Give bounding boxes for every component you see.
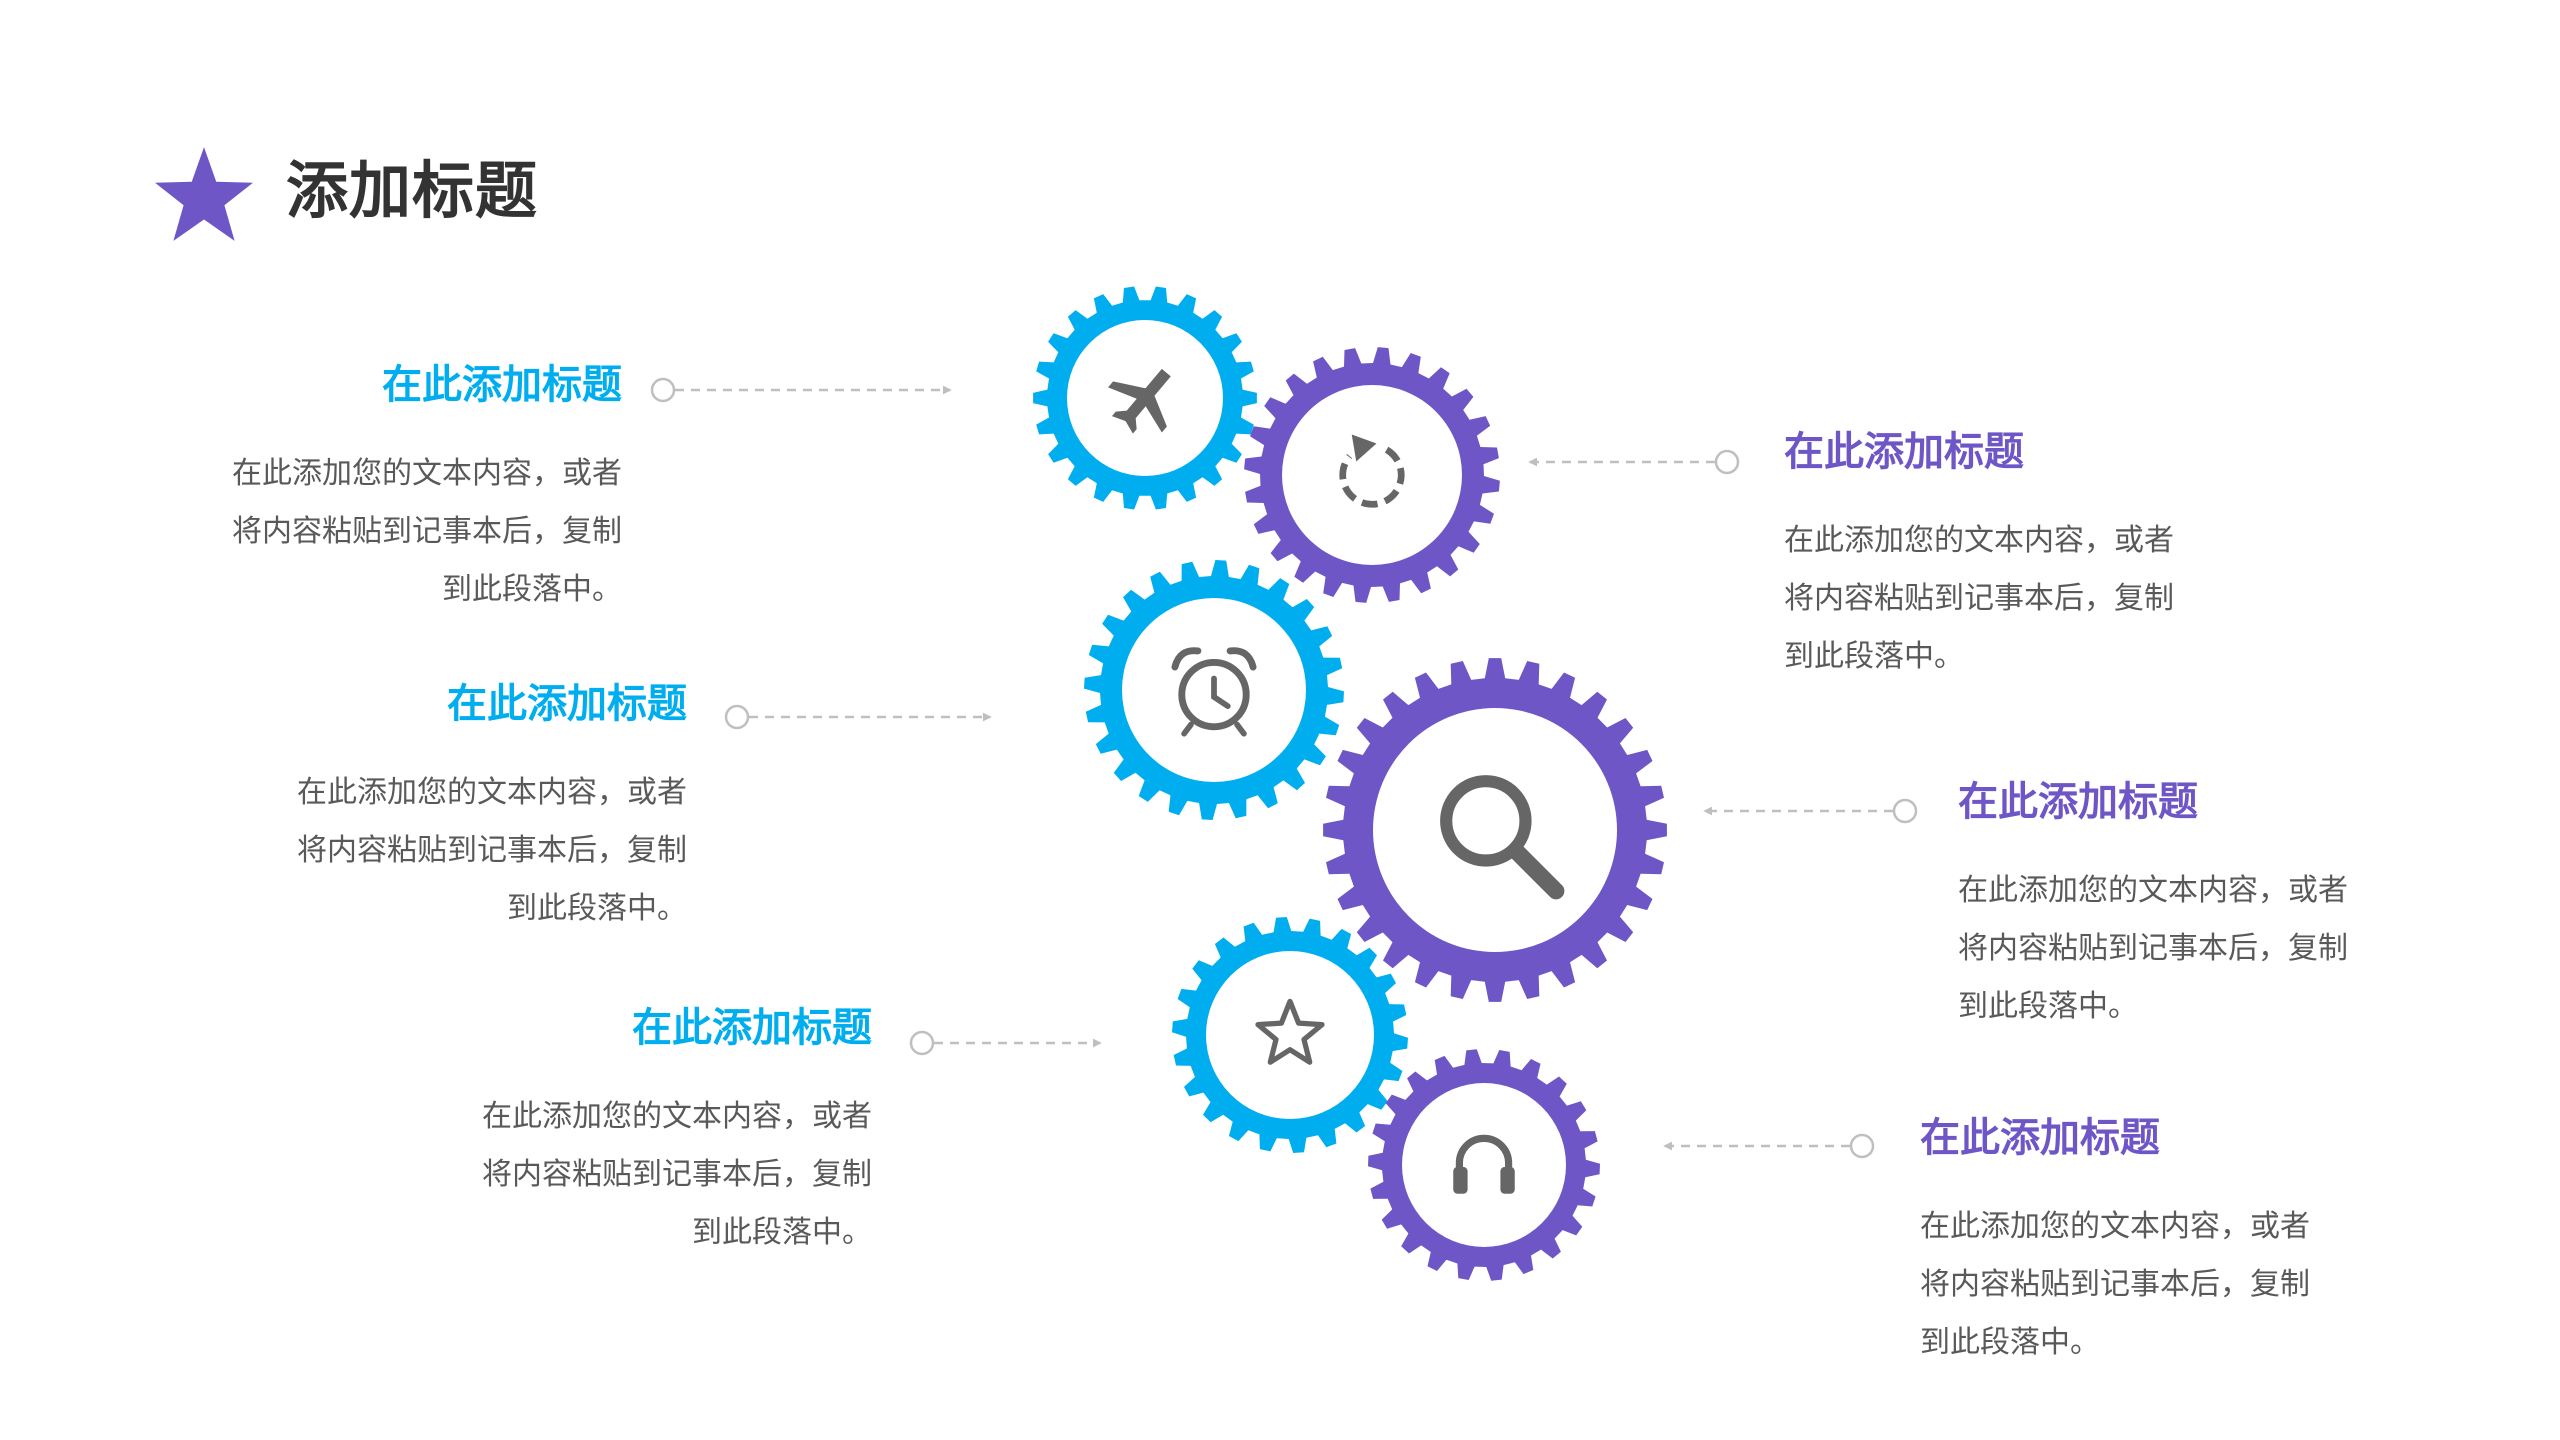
- item-6-connector: [1663, 1133, 1875, 1159]
- item-5-connector: [909, 1030, 1102, 1056]
- item-2-connector: [1528, 449, 1740, 475]
- item-3-body: 在此添加您的文本内容，或者 将内容粘贴到记事本后，复制 到此段落中。: [297, 775, 687, 926]
- item-6-body: 在此添加您的文本内容，或者 将内容粘贴到记事本后，复制 到此段落中。: [1920, 1209, 2310, 1360]
- item-3-text: 在此添加标题 在此添加您的文本内容，或者 将内容粘贴到记事本后，复制 到此段落中…: [297, 684, 687, 938]
- item-2-title: 在此添加标题: [1784, 429, 2024, 475]
- item-1-body: 在此添加您的文本内容，或者 将内容粘贴到记事本后，复制 到此段落中。: [232, 456, 622, 607]
- item-4-title: 在此添加标题: [1958, 779, 2198, 825]
- item-4-connector: [1703, 798, 1918, 824]
- alarm-clock-icon: [1171, 647, 1257, 737]
- item-2-body: 在此添加您的文本内容，或者 将内容粘贴到记事本后，复制 到此段落中。: [1784, 523, 2174, 674]
- item-2-text: 在此添加标题 在此添加您的文本内容，或者 将内容粘贴到记事本后，复制 到此段落中…: [1784, 432, 2174, 686]
- headphones-icon: [1453, 1134, 1515, 1194]
- item-6-gear: [1368, 1049, 1600, 1281]
- item-4-gear: [1323, 658, 1667, 1002]
- refresh-icon: [1339, 434, 1405, 508]
- star-icon: [1255, 998, 1325, 1065]
- item-5-gear: [1172, 917, 1408, 1153]
- item-1-connector: [650, 377, 952, 403]
- title-star-icon: [155, 147, 253, 241]
- item-3-connector: [724, 704, 992, 730]
- item-6-title: 在此添加标题: [1920, 1115, 2160, 1161]
- page-title: 添加标题: [286, 154, 539, 227]
- item-6-text: 在此添加标题 在此添加您的文本内容，或者 将内容粘贴到记事本后，复制 到此段落中…: [1920, 1118, 2310, 1372]
- item-5-text: 在此添加标题 在此添加您的文本内容，或者 将内容粘贴到记事本后，复制 到此段落中…: [482, 1008, 872, 1262]
- item-2-gear: [1244, 347, 1500, 603]
- airplane-icon: [1108, 368, 1171, 434]
- item-1-text: 在此添加标题 在此添加您的文本内容，或者 将内容粘贴到记事本后，复制 到此段落中…: [232, 365, 622, 619]
- item-5-body: 在此添加您的文本内容，或者 将内容粘贴到记事本后，复制 到此段落中。: [482, 1099, 872, 1250]
- search-icon: [1440, 775, 1565, 900]
- item-4-body: 在此添加您的文本内容，或者 将内容粘贴到记事本后，复制 到此段落中。: [1958, 873, 2348, 1024]
- item-3-title: 在此添加标题: [447, 681, 687, 727]
- item-1-title: 在此添加标题: [382, 362, 622, 408]
- item-4-text: 在此添加标题 在此添加您的文本内容，或者 将内容粘贴到记事本后，复制 到此段落中…: [1958, 782, 2348, 1036]
- item-5-title: 在此添加标题: [632, 1005, 872, 1051]
